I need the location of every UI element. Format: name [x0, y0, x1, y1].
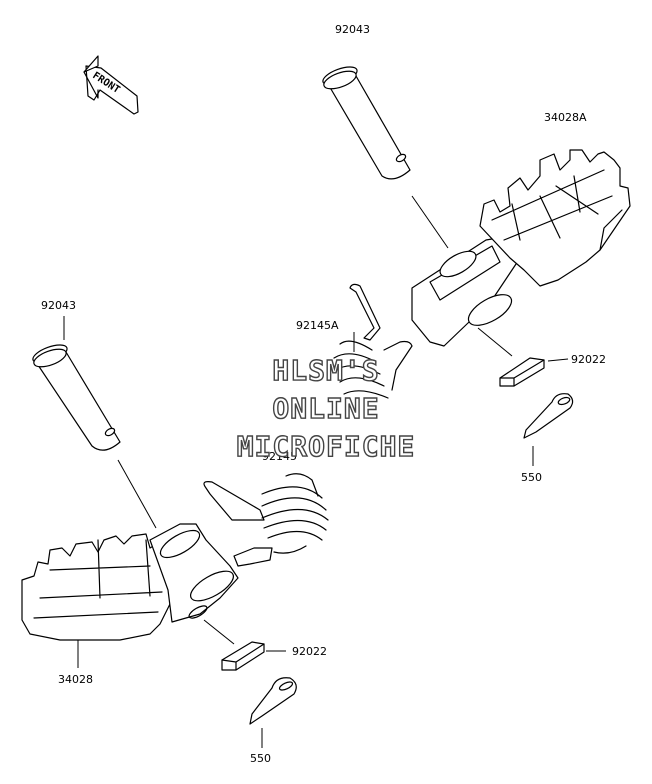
cotter-pin-left	[249, 677, 297, 725]
part-label-spring-a: 92145A	[296, 319, 339, 332]
watermark: HLSM'S ONLINE MICROFICHE	[236, 353, 416, 463]
cotter-pin-right	[523, 393, 574, 439]
part-label-pin-left: 92043	[41, 299, 76, 312]
washer-right	[499, 357, 545, 387]
footpeg-right	[411, 149, 631, 347]
watermark-line-1: HLSM'S	[272, 354, 379, 387]
watermark-line-2: ONLINE	[272, 392, 379, 425]
part-label-washer-right: 92022	[571, 353, 606, 366]
washer-left	[221, 641, 265, 671]
part-label-step-left: 34028	[58, 673, 93, 686]
watermark-line-3: MICROFICHE	[237, 430, 416, 463]
torsion-spring-upper	[333, 283, 413, 399]
part-label-cotter-right: 550	[521, 471, 542, 484]
clevis-pin-upper	[322, 66, 411, 180]
torsion-spring-lower	[203, 473, 329, 567]
clevis-pin-lower	[32, 344, 121, 451]
footpeg-left	[21, 523, 239, 641]
part-label-spring-b: 92145	[262, 450, 297, 463]
part-label-washer-left: 92022	[292, 645, 327, 658]
front-arrow-icon: FRONT	[83, 55, 139, 115]
part-label-step-right: 34028A	[544, 111, 587, 124]
part-label-pin-top: 92043	[335, 23, 370, 36]
part-label-cotter-left: 550	[250, 752, 271, 765]
